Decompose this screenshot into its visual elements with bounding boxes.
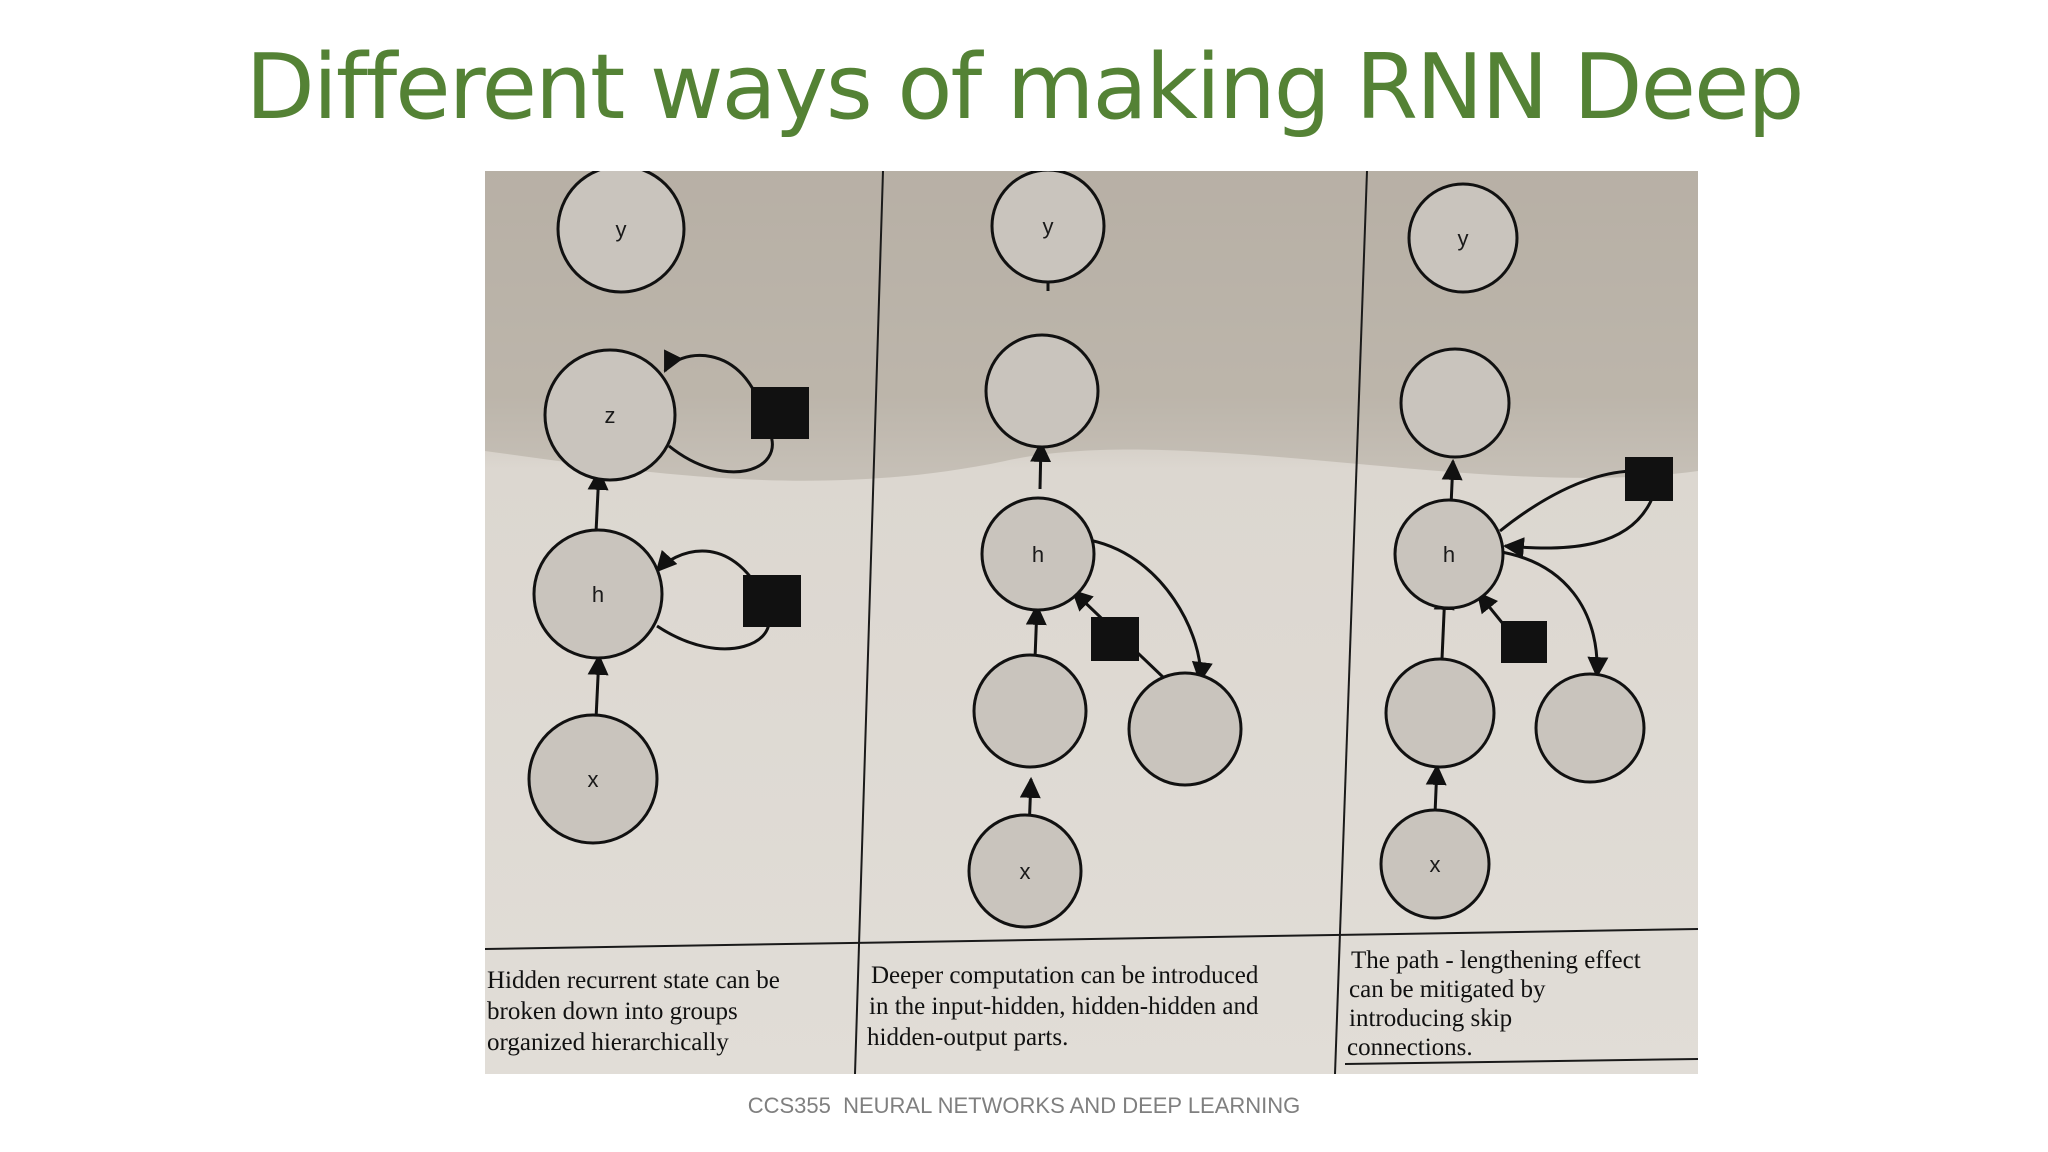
node-y bbox=[990, 171, 1106, 284]
node-h-label: h bbox=[592, 582, 604, 607]
delay-square bbox=[1625, 457, 1673, 501]
panel-c-caption-line-3: introducing skip bbox=[1349, 1005, 1512, 1032]
panel-a: y z h x Hidden recurrent state can be br… bbox=[487, 171, 809, 1056]
node-x bbox=[1379, 808, 1491, 920]
node-x-label: x bbox=[588, 767, 599, 792]
node-y bbox=[1407, 182, 1519, 294]
delay-square bbox=[1501, 621, 1547, 663]
panel-b-caption-line-3: hidden-output parts. bbox=[867, 1024, 1068, 1051]
panel-b: y h x Deeper computation can be introduc… bbox=[867, 171, 1259, 1051]
node-h-label: h bbox=[1443, 542, 1455, 567]
node-z bbox=[543, 348, 677, 482]
delay-square bbox=[743, 575, 801, 627]
panel-c-caption-line-2: can be mitigated by bbox=[1349, 976, 1546, 1003]
panel-b-caption-line-2: in the input-hidden, hidden-hidden and bbox=[869, 993, 1259, 1020]
panel-c-caption-line-1: The path - lengthening effect bbox=[1351, 947, 1641, 974]
node-top-hidden bbox=[984, 333, 1100, 449]
slide-footer: CCS355 NEURAL NETWORKS AND DEEP LEARNING bbox=[747, 1093, 1301, 1118]
panel-a-caption-line-2: broken down into groups bbox=[487, 998, 738, 1025]
node-input-hidden bbox=[972, 653, 1088, 769]
delay-square bbox=[1091, 617, 1139, 661]
node-h-label: h bbox=[1032, 542, 1044, 567]
node-h bbox=[532, 528, 664, 660]
node-y-label: y bbox=[1043, 214, 1054, 239]
table-bottom-rule bbox=[1344, 1058, 1698, 1065]
panel-divider-2 bbox=[1334, 171, 1368, 1074]
delay-square bbox=[751, 387, 809, 439]
diagram-photo: y z h x Hidden recurrent state can be br… bbox=[485, 171, 1698, 1074]
panel-divider-1 bbox=[854, 171, 884, 1074]
node-h bbox=[980, 496, 1096, 612]
node-y-label: y bbox=[1458, 226, 1469, 251]
node-y-label: y bbox=[616, 217, 627, 242]
node-h bbox=[1393, 498, 1505, 610]
panel-c: y h x The path - lengthening effect can … bbox=[1347, 182, 1673, 1061]
node-y bbox=[556, 171, 686, 294]
node-output-hidden bbox=[1534, 672, 1646, 784]
node-x bbox=[527, 713, 659, 845]
panel-b-caption-line-1: Deeper computation can be introduced bbox=[871, 962, 1259, 989]
panel-a-caption-line-3: organized hierarchically bbox=[487, 1029, 729, 1056]
node-x-label: x bbox=[1430, 852, 1441, 877]
caption-rule bbox=[485, 928, 1698, 950]
panel-a-caption-line-1: Hidden recurrent state can be bbox=[487, 967, 780, 994]
node-input-hidden bbox=[1384, 657, 1496, 769]
panel-c-caption-line-4: connections. bbox=[1347, 1034, 1473, 1061]
node-z-label: z bbox=[605, 403, 616, 428]
node-x bbox=[967, 813, 1083, 929]
slide-title: Different ways of making RNN Deep bbox=[245, 35, 1805, 140]
node-output-hidden bbox=[1127, 671, 1243, 787]
node-x-label: x bbox=[1020, 859, 1031, 884]
node-top-hidden bbox=[1399, 347, 1511, 459]
